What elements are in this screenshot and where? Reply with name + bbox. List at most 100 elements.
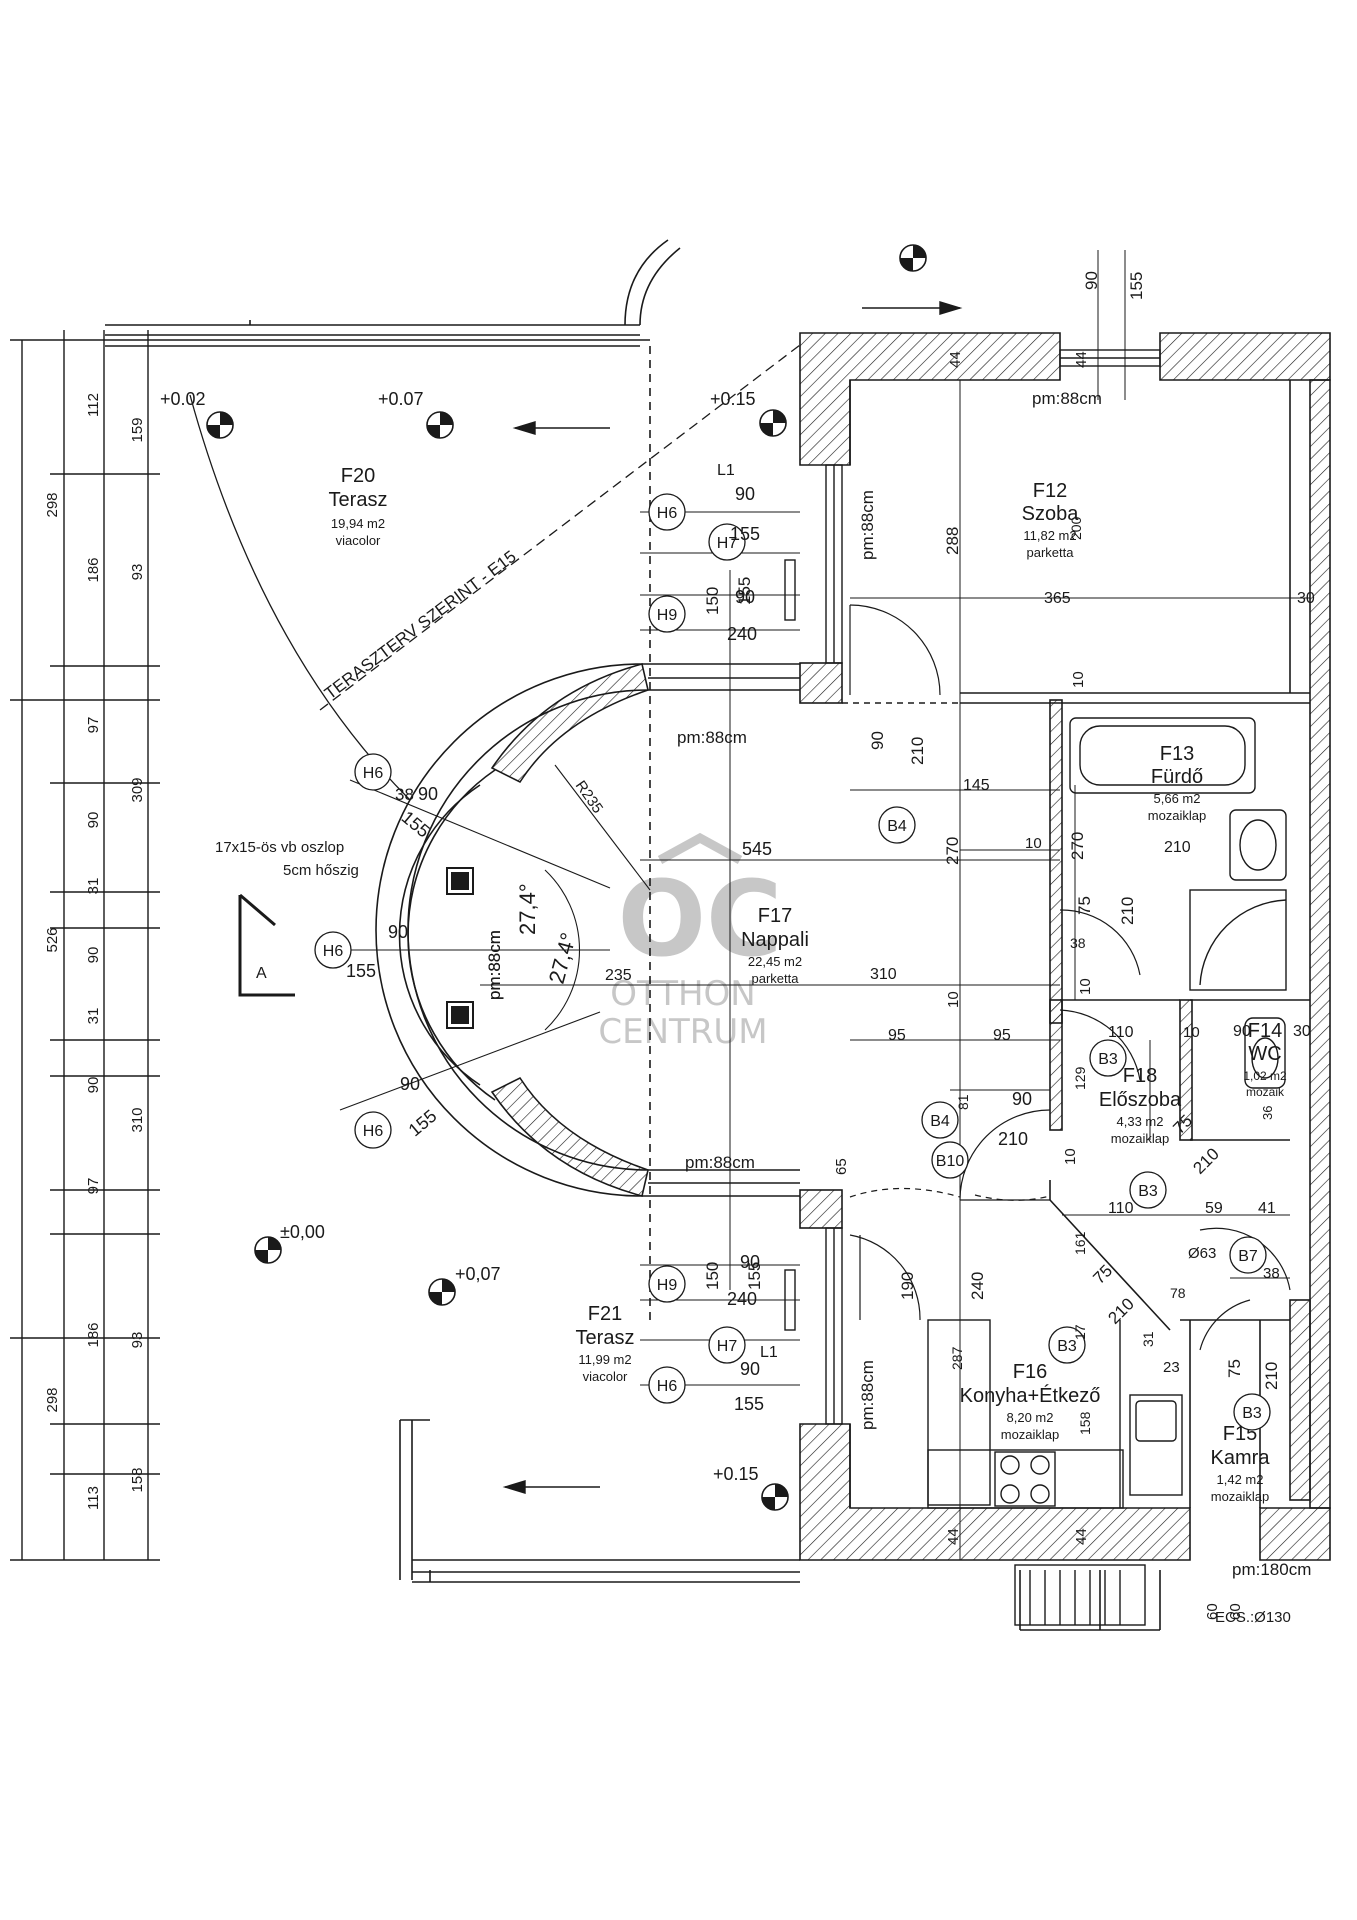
svg-text:30: 30: [1293, 1023, 1311, 1040]
angle-labels: 27,4° 27,4° R235: [515, 778, 606, 987]
svg-text:27,4°: 27,4°: [515, 883, 540, 935]
svg-text:155: 155: [730, 524, 760, 544]
svg-text:145: 145: [963, 777, 990, 794]
svg-text:B4: B4: [930, 1113, 950, 1130]
svg-text:93: 93: [129, 564, 146, 581]
svg-text:R235: R235: [572, 778, 606, 817]
svg-text:240: 240: [727, 1289, 757, 1309]
svg-text:44: 44: [945, 1528, 962, 1545]
svg-text:viacolor: viacolor: [583, 1369, 628, 1384]
svg-text:155: 155: [745, 1262, 764, 1290]
svg-text:F16: F16: [1013, 1361, 1047, 1383]
svg-text:B3: B3: [1098, 1051, 1118, 1068]
svg-text:95: 95: [888, 1027, 906, 1044]
svg-text:186: 186: [85, 557, 102, 582]
svg-text:95: 95: [993, 1027, 1011, 1044]
svg-text:H9: H9: [657, 607, 678, 624]
room-labels: F20 Terasz 19,94 m2 viacolor F12 Szoba 1…: [329, 465, 1287, 1504]
svg-text:90: 90: [1233, 1023, 1251, 1040]
svg-text:161: 161: [1072, 1231, 1088, 1255]
svg-text:90: 90: [418, 784, 438, 804]
svg-text:10: 10: [1070, 671, 1087, 688]
svg-text:1,42 m2: 1,42 m2: [1217, 1472, 1264, 1487]
svg-text:210: 210: [1164, 839, 1191, 856]
svg-text:+0,07: +0,07: [455, 1264, 501, 1284]
svg-text:210: 210: [1104, 1294, 1137, 1327]
svg-text:Terasz: Terasz: [576, 1327, 635, 1349]
tag-h6: H6: [354, 1111, 392, 1149]
svg-text:44: 44: [1073, 351, 1090, 368]
notes: 17x15-ös vb oszlop 5cm hőszig ECS.:Ø130 …: [215, 839, 1291, 1626]
svg-text:270: 270: [1068, 832, 1087, 860]
svg-text:110: 110: [1108, 1024, 1134, 1041]
svg-text:pm:88cm: pm:88cm: [677, 728, 747, 747]
svg-text:B4: B4: [887, 818, 907, 835]
left-dimension-lines: [10, 330, 650, 1561]
svg-text:38: 38: [1263, 1265, 1280, 1282]
tag-h7: H7: [708, 1326, 746, 1364]
tag-h6: H6: [314, 931, 352, 969]
svg-text:310: 310: [870, 966, 897, 983]
svg-text:mozaik: mozaik: [1246, 1085, 1285, 1099]
svg-text:310: 310: [129, 1107, 146, 1132]
svg-text:150: 150: [703, 587, 722, 615]
tag-b3: B3: [1089, 1039, 1127, 1077]
svg-text:H6: H6: [363, 1123, 384, 1140]
svg-text:10: 10: [1025, 835, 1042, 852]
svg-text:H7: H7: [717, 535, 738, 552]
svg-text:38: 38: [1070, 935, 1086, 951]
svg-text:Fürdő: Fürdő: [1151, 766, 1203, 788]
bathroom-fixtures: [1069, 717, 1287, 1089]
bay-wall-segments: [490, 663, 649, 1197]
svg-text:60: 60: [1227, 1603, 1244, 1620]
svg-text:B7: B7: [1238, 1248, 1258, 1265]
svg-text:545: 545: [742, 839, 772, 859]
svg-text:pm:88cm: pm:88cm: [858, 490, 877, 560]
svg-text:pm:88cm: pm:88cm: [858, 1360, 877, 1430]
svg-text:158: 158: [1077, 1411, 1093, 1435]
svg-text:mozaiklap: mozaiklap: [1111, 1131, 1170, 1146]
svg-text:90: 90: [85, 812, 102, 829]
columns: [446, 867, 474, 1029]
svg-text:H6: H6: [657, 505, 678, 522]
tag-h6: H6: [648, 493, 686, 531]
svg-text:240: 240: [968, 1272, 987, 1300]
svg-text:B3: B3: [1138, 1183, 1158, 1200]
svg-text:81: 81: [955, 1094, 971, 1110]
svg-text:210: 210: [1118, 897, 1137, 925]
room-code: F20: [341, 465, 375, 487]
svg-text:Nappali: Nappali: [741, 929, 809, 951]
svg-text:parketta: parketta: [752, 971, 800, 986]
svg-text:113: 113: [85, 1486, 102, 1510]
svg-text:526: 526: [44, 927, 61, 952]
insulation-note: 5cm hőszig: [283, 862, 359, 879]
watermark-line2: CENTRUM: [598, 1012, 767, 1052]
svg-text:65: 65: [833, 1158, 850, 1175]
svg-text:210: 210: [998, 1129, 1028, 1149]
svg-text:mozaiklap: mozaiklap: [1211, 1489, 1270, 1504]
svg-text:90: 90: [740, 1252, 760, 1272]
svg-text:+0.15: +0.15: [713, 1464, 759, 1484]
svg-text:B10: B10: [936, 1153, 965, 1170]
tag-b3: B3: [1048, 1326, 1086, 1364]
tag-h9: H9: [648, 1265, 686, 1303]
svg-text:pm:180cm: pm:180cm: [1232, 1560, 1311, 1579]
svg-text:1,02 m2: 1,02 m2: [1243, 1069, 1287, 1083]
svg-text:75: 75: [1225, 1359, 1244, 1378]
svg-text:F18: F18: [1123, 1065, 1157, 1087]
svg-text:155: 155: [734, 1394, 764, 1414]
svg-text:240: 240: [727, 624, 757, 644]
svg-text:+0.07: +0.07: [378, 389, 424, 409]
svg-text:210: 210: [1262, 1362, 1281, 1390]
svg-text:F21: F21: [588, 1303, 622, 1325]
svg-text:60: 60: [1204, 1603, 1221, 1620]
left-dimension-texts: 298 526 298 112 186 97 90 31 90 31 90 97…: [44, 393, 146, 1510]
svg-text:90: 90: [400, 1074, 420, 1094]
svg-text:Szoba: Szoba: [1022, 503, 1080, 525]
svg-text:210: 210: [908, 737, 927, 765]
svg-text:235: 235: [605, 967, 632, 984]
svg-text:H9: H9: [657, 1277, 678, 1294]
tag-b4: B4: [921, 1101, 959, 1139]
